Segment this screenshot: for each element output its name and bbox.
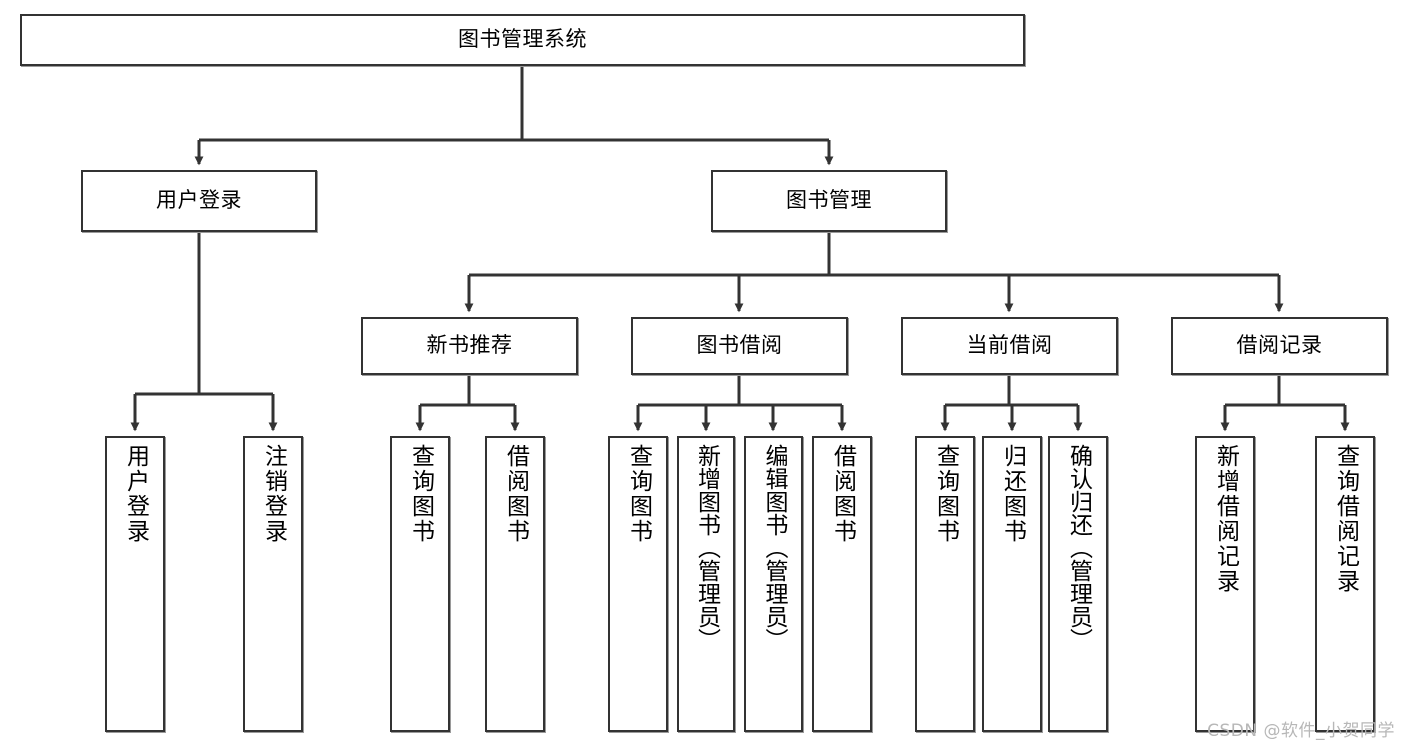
leaf-borrow-book-recommend[interactable]: 借阅图书 — [485, 436, 545, 732]
leaf-search-borrow-record[interactable]: 查询借阅记录 — [1315, 436, 1375, 732]
leaf-logout[interactable]: 注销登录 — [243, 436, 303, 732]
leaf-add-borrow-record-label: 新增借阅记录 — [1212, 444, 1239, 594]
node-book-management[interactable]: 图书管理 — [711, 170, 947, 232]
leaf-add-book-admin[interactable]: 新增图书（管理员） — [677, 436, 735, 732]
node-current-borrow-label: 当前借阅 — [966, 333, 1053, 358]
node-user-login-label: 用户登录 — [156, 188, 242, 213]
leaf-search-book-recommend-label: 查询图书 — [407, 444, 434, 544]
node-root-label: 图书管理系统 — [458, 27, 587, 52]
leaf-search-book-borrow[interactable]: 查询图书 — [608, 436, 668, 732]
leaf-borrow-book-recommend-label: 借阅图书 — [502, 444, 529, 544]
node-borrow-records-label: 借阅记录 — [1236, 333, 1323, 358]
node-user-login[interactable]: 用户登录 — [81, 170, 317, 232]
node-current-borrow[interactable]: 当前借阅 — [901, 317, 1118, 375]
node-book-borrow-label: 图书借阅 — [696, 333, 783, 358]
leaf-return-book-label: 归还图书 — [999, 444, 1026, 544]
watermark: CSDN @软件_小贺同学 — [1207, 721, 1395, 741]
leaf-edit-book-admin[interactable]: 编辑图书（管理员） — [744, 436, 803, 732]
leaf-search-book-recommend[interactable]: 查询图书 — [390, 436, 450, 732]
leaf-search-book-current-label: 查询图书 — [932, 444, 959, 544]
leaf-add-borrow-record[interactable]: 新增借阅记录 — [1195, 436, 1255, 732]
leaf-borrow-book-label: 借阅图书 — [829, 444, 856, 544]
node-book-management-label: 图书管理 — [786, 188, 872, 213]
leaf-user-login[interactable]: 用户登录 — [105, 436, 165, 732]
leaf-search-book-current[interactable]: 查询图书 — [915, 436, 975, 732]
node-root[interactable]: 图书管理系统 — [20, 14, 1025, 66]
leaf-search-book-borrow-label: 查询图书 — [625, 444, 652, 544]
leaf-confirm-return-admin-label: 确认归还（管理员） — [1065, 444, 1092, 651]
leaf-edit-book-admin-label: 编辑图书（管理员） — [761, 444, 787, 651]
leaf-search-borrow-record-label: 查询借阅记录 — [1332, 444, 1359, 594]
leaf-borrow-book[interactable]: 借阅图书 — [812, 436, 872, 732]
node-new-book-recommend-label: 新书推荐 — [426, 333, 513, 358]
node-new-book-recommend[interactable]: 新书推荐 — [361, 317, 578, 375]
node-book-borrow[interactable]: 图书借阅 — [631, 317, 848, 375]
leaf-user-login-label: 用户登录 — [122, 444, 149, 544]
leaf-return-book[interactable]: 归还图书 — [982, 436, 1042, 732]
leaf-logout-label: 注销登录 — [260, 444, 287, 544]
node-borrow-records[interactable]: 借阅记录 — [1171, 317, 1388, 375]
leaf-confirm-return-admin[interactable]: 确认归还（管理员） — [1048, 436, 1108, 732]
leaf-add-book-admin-label: 新增图书（管理员） — [693, 444, 720, 651]
